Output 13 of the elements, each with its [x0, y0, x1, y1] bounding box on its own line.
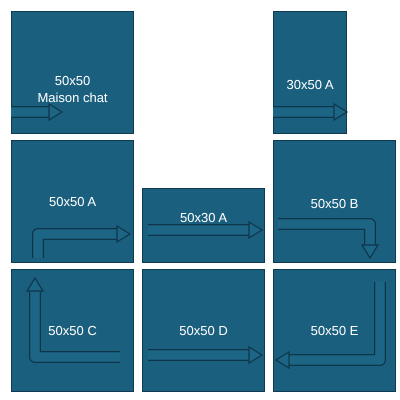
room-label: 50x50 Maison chat	[36, 72, 109, 106]
room-label: 30x50 A	[286, 76, 334, 93]
room-block	[273, 11, 347, 134]
room-label: 50x30 A	[179, 209, 228, 226]
room-block	[273, 140, 396, 263]
room-block	[11, 140, 134, 263]
room-label: 50x50 B	[310, 195, 360, 212]
room-label: 50x50 E	[310, 322, 360, 339]
room-label: 50x50 A	[48, 193, 97, 210]
room-label: 50x50 C	[47, 322, 98, 339]
room-label: 50x50 D	[178, 322, 229, 339]
room-block	[11, 11, 134, 134]
room-block	[142, 269, 265, 392]
